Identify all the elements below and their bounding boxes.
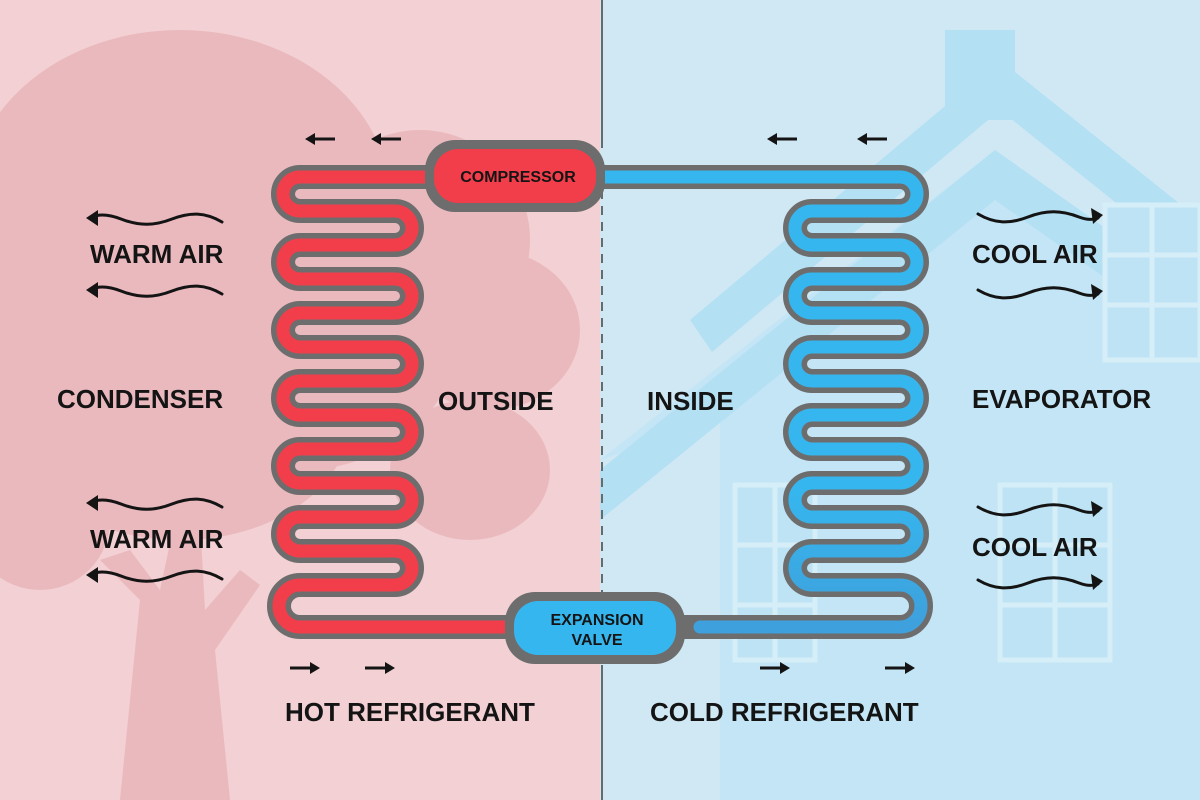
arrow-icon [857,133,887,145]
wavy-arrow-icon [976,574,1103,590]
cool-air-arrows [976,208,1103,590]
wavy-arrow-icon [86,495,224,511]
cool-air-label-bottom: COOL AIR [972,532,1098,562]
compressor-label: COMPRESSOR [460,169,576,186]
warm-air-label-top: WARM AIR [90,239,224,269]
wavy-arrow-icon [976,208,1103,224]
wavy-arrow-icon [86,210,224,226]
warm-air-label-bottom: WARM AIR [90,524,224,554]
hot-refrigerant-label: HOT REFRIGERANT [285,697,535,727]
expansion-valve: EXPANSION VALVE [505,592,685,664]
condenser-coil [267,165,532,639]
wavy-arrow-icon [86,567,224,583]
warm-air-arrows [86,210,224,583]
arrow-icon [290,662,320,674]
condenser-label: CONDENSER [57,384,223,414]
wavy-arrow-icon [86,282,224,298]
expansion-valve-label-line2: VALVE [572,632,623,649]
outside-label: OUTSIDE [438,386,554,416]
arrow-icon [371,133,401,145]
wavy-arrow-icon [976,501,1103,517]
inside-label: INSIDE [647,386,734,416]
arrow-icon [760,662,790,674]
evaporator-label: EVAPORATOR [972,384,1151,414]
arrow-icon [305,133,335,145]
evaporator-coil [578,165,933,639]
cool-air-label-top: COOL AIR [972,239,1098,269]
compressor: COMPRESSOR [425,140,605,212]
wavy-arrow-icon [976,284,1103,300]
arrow-icon [365,662,395,674]
expansion-valve-label-line1: EXPANSION [550,612,643,629]
arrow-icon [885,662,915,674]
bottom-flow-arrows [290,662,915,674]
arrow-icon [767,133,797,145]
cold-refrigerant-label: COLD REFRIGERANT [650,697,919,727]
top-flow-arrows [305,133,887,145]
